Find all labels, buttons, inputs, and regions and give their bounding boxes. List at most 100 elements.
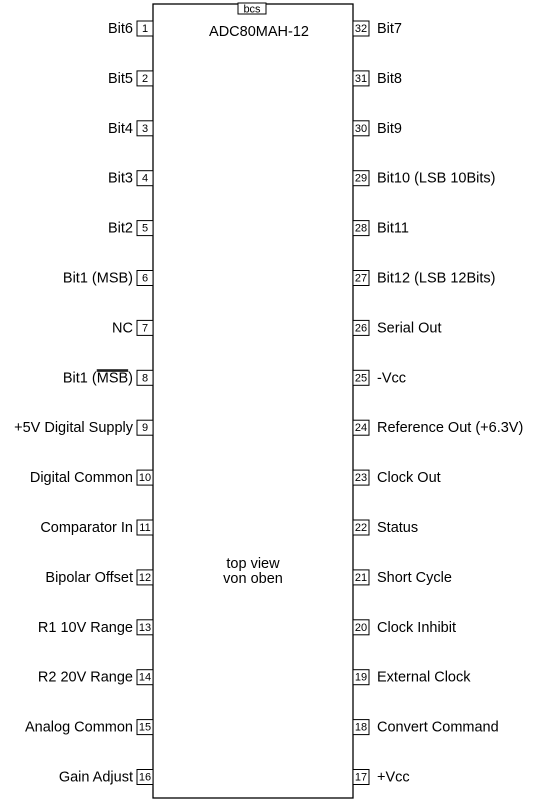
pin-box-9 [136, 419, 154, 436]
pin-label-23: Clock Out [377, 470, 441, 486]
pin-box-12 [136, 569, 154, 586]
pin-box-23 [352, 469, 370, 486]
pin-box-22 [352, 519, 370, 536]
pin-label-26: Serial Out [377, 320, 441, 336]
pin-label-28: Bit11 [377, 221, 409, 237]
pin-number-14: 14 [139, 672, 151, 684]
pin-number-4: 4 [142, 173, 148, 185]
pin-number-19: 19 [355, 672, 367, 684]
pin-number-18: 18 [355, 722, 367, 734]
pin-label-25: -Vcc [377, 370, 406, 386]
pin-box-5 [136, 220, 154, 237]
pin-label-22: Status [377, 520, 418, 536]
pin-box-6 [136, 270, 154, 286]
pin-group: 1 Bit6 2 Bit5 3 Bit4 4 Bit3 5 Bit2 6 Bit1 (MSB) 7 NC 8… [14, 20, 523, 786]
pin-number-28: 28 [355, 223, 367, 235]
pin-label-32: Bit7 [377, 21, 402, 37]
pin-box-3 [136, 120, 154, 137]
pin-box-27 [352, 270, 370, 286]
pin-number-29: 29 [355, 173, 367, 185]
pin-box-17 [352, 769, 370, 785]
pin-number-22: 22 [355, 522, 367, 534]
pin-box-29 [352, 170, 370, 187]
pin-number-11: 11 [139, 522, 150, 534]
pin-number-2: 2 [142, 73, 148, 85]
pin-label-19: External Clock [377, 670, 471, 686]
pin-number-12: 12 [139, 572, 151, 584]
pin-number-8: 8 [142, 372, 148, 384]
pin-label-6: Bit1 (MSB) [63, 271, 133, 287]
chip-part-number: ADC80MAH-12 [209, 24, 309, 40]
pin-box-20 [352, 619, 370, 636]
pin-number-9: 9 [142, 422, 148, 434]
pin-number-15: 15 [139, 722, 151, 734]
pin-box-15 [136, 719, 154, 736]
pin-number-27: 27 [355, 273, 367, 285]
pin-number-17: 17 [355, 772, 367, 784]
pin-box-2 [136, 70, 154, 87]
pin-number-10: 10 [139, 472, 151, 484]
pin-box-11 [136, 519, 154, 536]
pin-box-32 [352, 20, 370, 37]
pin-box-10 [136, 469, 154, 486]
pin-box-26 [352, 319, 370, 336]
pin-box-16 [136, 769, 154, 785]
chip-body [152, 3, 354, 799]
pin-number-26: 26 [355, 322, 367, 334]
pin-number-5: 5 [142, 223, 148, 235]
pin-box-24 [352, 419, 370, 436]
pin-box-28 [352, 220, 370, 237]
pin-box-4 [136, 170, 154, 187]
pin-number-23: 23 [355, 472, 367, 484]
pin-label-27: Bit12 (LSB 12Bits) [377, 271, 495, 287]
pin-label-31: Bit8 [377, 71, 402, 87]
pin-number-3: 3 [142, 123, 148, 135]
pin-box-25 [352, 369, 370, 386]
view-label-de: von oben [223, 571, 283, 587]
chip-logo-box [237, 2, 267, 15]
pin-number-30: 30 [355, 123, 367, 135]
pin-box-8 [136, 369, 154, 386]
pin-box-13 [136, 619, 154, 636]
pin-number-31: 31 [355, 73, 367, 85]
pin-label-11: Comparator In [40, 520, 133, 536]
pin-number-7: 7 [142, 322, 148, 334]
pin-number-25: 25 [355, 372, 367, 384]
pin-label-29: Bit10 (LSB 10Bits) [377, 171, 495, 187]
pin-label-10: Digital Common [30, 470, 133, 486]
pin-box-18 [352, 719, 370, 736]
pin-label-21: Short Cycle [377, 570, 452, 586]
pin-label-16: Gain Adjust [59, 770, 133, 786]
pin-label-2: Bit5 [108, 71, 133, 87]
pin-label-4: Bit3 [108, 171, 133, 187]
pin-box-7 [136, 319, 154, 336]
pin-label-1: Bit6 [108, 21, 133, 37]
pin-box-1 [136, 20, 154, 37]
pin-number-1: 1 [142, 23, 148, 35]
pin-box-31 [352, 70, 370, 87]
pin-number-24: 24 [355, 422, 367, 434]
view-label-en: top view [226, 556, 280, 572]
pin-box-19 [352, 669, 370, 686]
pin-label-9: +5V Digital Supply [14, 420, 134, 436]
pin-number-16: 16 [139, 772, 151, 784]
pin-label-30: Bit9 [377, 121, 402, 137]
pin-number-13: 13 [139, 622, 151, 634]
pin-label-3: Bit4 [108, 121, 133, 137]
pin-number-20: 20 [355, 622, 367, 634]
pin-number-6: 6 [142, 273, 148, 285]
pin-number-32: 32 [355, 23, 367, 35]
pin-label-24: Reference Out (+6.3V) [377, 420, 523, 436]
pin-label-13: R1 10V Range [38, 620, 133, 636]
pin-label-18: Convert Command [377, 720, 499, 736]
pin-label-12: Bipolar Offset [45, 570, 133, 586]
pin-label-20: Clock Inhibit [377, 620, 456, 636]
pin-label-5: Bit2 [108, 221, 133, 237]
pin-label-17: +Vcc [377, 770, 410, 786]
chip-logo: bcs [243, 4, 261, 16]
pin-label-7: NC [112, 320, 133, 336]
pin-label-15: Analog Common [25, 720, 133, 736]
pin-label-14: R2 20V Range [38, 670, 133, 686]
pin-box-14 [136, 669, 154, 686]
